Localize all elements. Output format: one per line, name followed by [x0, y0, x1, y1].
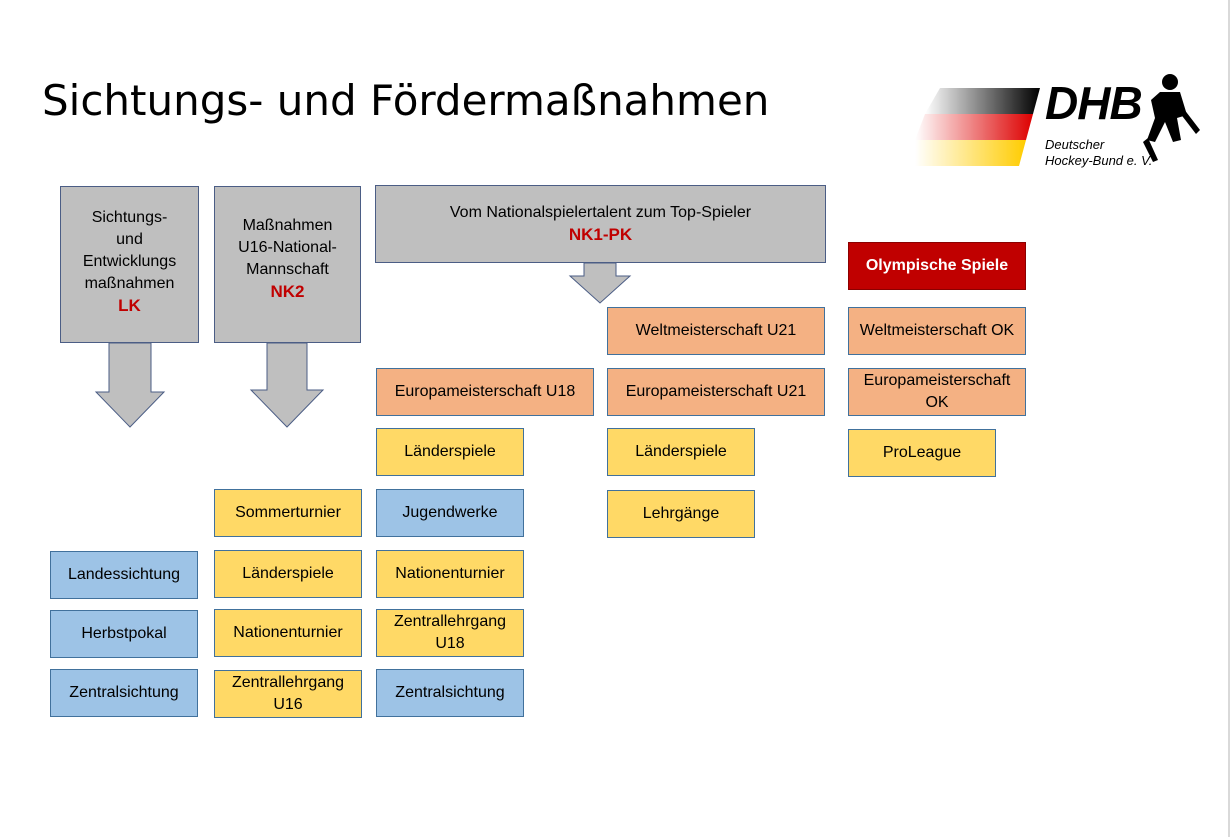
lk-item-box: Landessichtung: [50, 551, 198, 599]
nk1pk-item-box: Zentrallehrgang U18: [376, 609, 524, 657]
lk-header-box: Sichtungs- und Entwicklungs maßnahmen LK: [60, 186, 199, 343]
ok-item-box: Olympische Spiele: [848, 242, 1026, 290]
nk1pk-item-box: Länderspiele: [607, 428, 755, 476]
nk1pk-item-label: Zentrallehrgang U18: [393, 613, 507, 652]
nk1pk-code: NK1-PK: [568, 225, 633, 244]
nk1pk-item-box: Länderspiele: [376, 428, 524, 476]
nk1pk-item-label: Weltmeisterschaft U21: [635, 322, 797, 339]
nk2-item-box: Länderspiele: [214, 550, 362, 598]
nk2-item-label: Länderspiele: [242, 565, 334, 582]
lk-item-label: Zentralsichtung: [69, 684, 179, 701]
nk2-header-line: U16-National-: [238, 239, 337, 256]
lk-item-label: Landessichtung: [67, 566, 181, 583]
ok-item-label: Olympische Spiele: [865, 257, 1009, 274]
nk1pk-item-box: Zentralsichtung: [376, 669, 524, 717]
ok-item-label: Europameisterschaft OK: [863, 372, 1011, 411]
nk1pk-down-arrow: [568, 262, 632, 304]
lk-item-box: Herbstpokal: [50, 610, 198, 658]
lk-header-line: und: [116, 231, 143, 248]
nk1pk-item-label: Zentralsichtung: [395, 684, 505, 701]
logo-abbr: DHB: [1045, 77, 1143, 129]
flag-swoosh-icon: [915, 74, 1200, 166]
nk1pk-item-label: Europameisterschaft U21: [625, 383, 807, 400]
hockey-player-icon: [1143, 74, 1200, 162]
page-title: Sichtungs- und Fördermaßnahmen: [42, 76, 770, 125]
nk1pk-header-text: Vom Nationalspielertalent zum Top-Spiele…: [449, 204, 752, 221]
lk-header-line: Sichtungs-: [91, 209, 168, 226]
nk1pk-item-label: Länderspiele: [404, 443, 496, 460]
lk-header-line: maßnahmen: [84, 275, 175, 292]
nk2-item-box: Sommerturnier: [214, 489, 362, 537]
nk1pk-item-box: Europameisterschaft U21: [607, 368, 825, 416]
nk2-item-label: Zentrallehrgang U16: [231, 674, 345, 713]
ok-item-box: Europameisterschaft OK: [848, 368, 1026, 416]
lk-item-box: Zentralsichtung: [50, 669, 198, 717]
ok-item-box: Weltmeisterschaft OK: [848, 307, 1026, 355]
nk1pk-item-label: Jugendwerke: [402, 504, 498, 521]
nk1pk-item-label: Europameisterschaft U18: [394, 383, 576, 400]
lk-down-arrow: [94, 342, 166, 428]
ok-item-box: ProLeague: [848, 429, 996, 477]
nk1pk-item-label: Lehrgänge: [642, 505, 720, 522]
nk2-down-arrow: [249, 342, 325, 428]
nk1pk-item-box: Weltmeisterschaft U21: [607, 307, 825, 355]
nk2-item-label: Nationenturnier: [233, 624, 343, 641]
nk2-item-label: Sommerturnier: [235, 504, 341, 521]
lk-item-label: Herbstpokal: [81, 625, 167, 642]
ok-item-label: ProLeague: [882, 444, 962, 461]
logo-line1: Deutscher: [1045, 137, 1105, 152]
nk1pk-item-box: Jugendwerke: [376, 489, 524, 537]
nk1pk-header-box: Vom Nationalspielertalent zum Top-Spiele…: [375, 185, 826, 263]
nk1pk-item-box: Lehrgänge: [607, 490, 755, 538]
nk2-header-box: Maßnahmen U16-National- Mannschaft NK2: [214, 186, 361, 343]
nk1pk-item-label: Nationenturnier: [395, 565, 505, 582]
ok-item-label: Weltmeisterschaft OK: [859, 322, 1015, 339]
nk2-item-box: Nationenturnier: [214, 609, 362, 657]
nk2-header-line: Mannschaft: [246, 261, 329, 278]
lk-code: LK: [118, 296, 141, 315]
dhb-logo: DHB Deutscher Hockey-Bund e. V.: [915, 70, 1205, 175]
nk1pk-item-box: Europameisterschaft U18: [376, 368, 594, 416]
nk2-header-line: Maßnahmen: [242, 217, 333, 234]
nk1pk-item-box: Nationenturnier: [376, 550, 524, 598]
logo-line2: Hockey-Bund e. V.: [1045, 153, 1153, 168]
nk1pk-item-label: Länderspiele: [635, 443, 727, 460]
nk2-code: NK2: [270, 282, 305, 301]
nk2-item-box: Zentrallehrgang U16: [214, 670, 362, 718]
slide-right-edge: [1228, 0, 1230, 837]
lk-header-line: Entwicklungs: [82, 253, 177, 270]
